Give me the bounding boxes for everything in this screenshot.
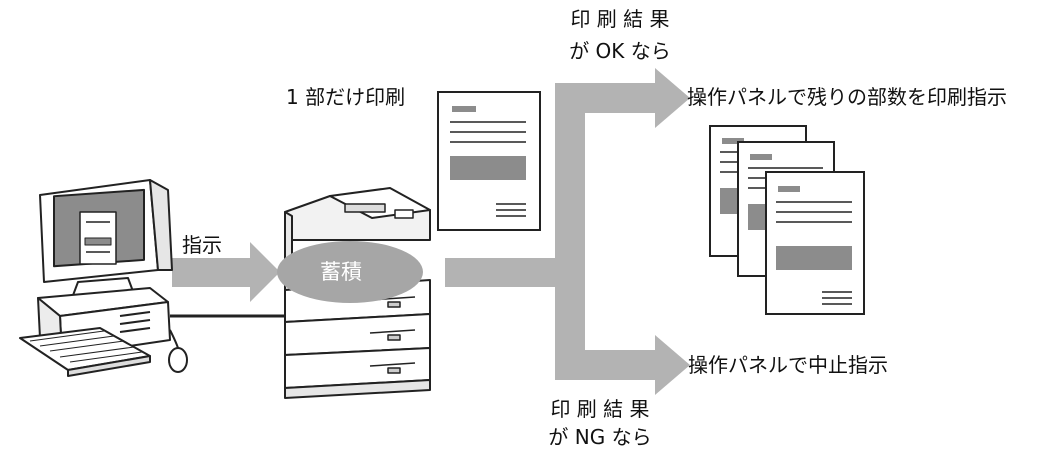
stack-page-front	[765, 171, 865, 315]
cancel-instruction-label: 操作パネルで中止指示	[688, 353, 888, 377]
result-ok-label-line1: 印 刷 結 果	[570, 7, 670, 31]
ng-branch-arrow	[555, 335, 690, 395]
result-ok-label-line2: が OK なら	[569, 39, 671, 63]
instruct-arrow	[172, 242, 280, 302]
print-remaining-label: 操作パネルで残りの部数を印刷指示	[687, 85, 1007, 109]
store-label: 蓄積	[320, 260, 362, 284]
result-ng-label-line2: が NG なら	[548, 425, 652, 449]
result-ng-label-line1: 印 刷 結 果	[550, 397, 650, 421]
branch-vertical-arrow	[555, 88, 585, 378]
document-stack-icon	[709, 125, 865, 315]
ok-branch-arrow	[555, 68, 690, 128]
desktop-computer-icon	[19, 179, 188, 377]
instruct-label: 指示	[182, 233, 222, 257]
document-icon	[437, 91, 541, 231]
arrows	[172, 68, 690, 395]
store-ellipse	[277, 241, 423, 303]
print-one-copy-label: 1 部だけ印刷	[286, 85, 406, 109]
